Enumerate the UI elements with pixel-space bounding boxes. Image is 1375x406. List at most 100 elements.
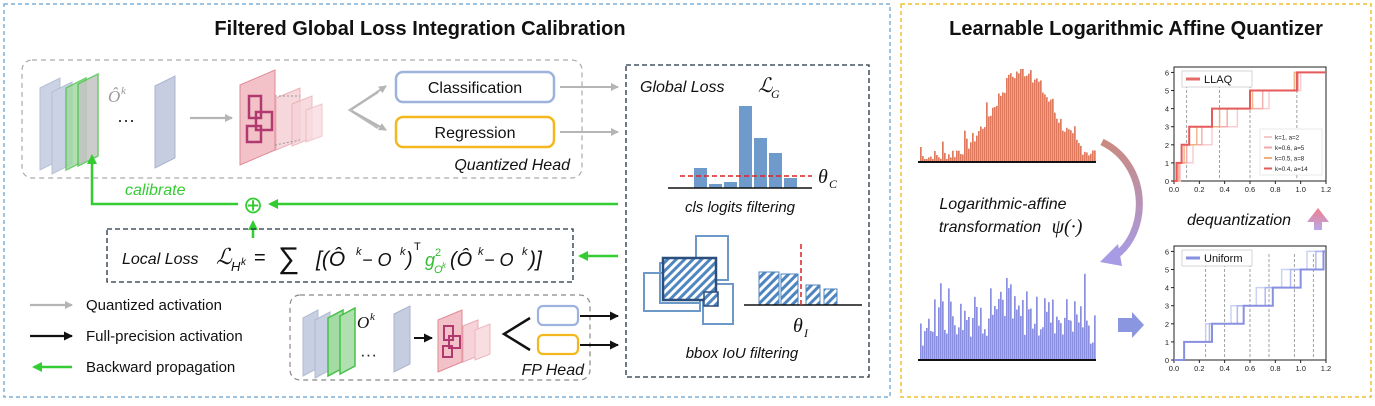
orange-histogram-bar	[934, 151, 936, 161]
purple-histogram-bar	[982, 333, 984, 359]
orange-histogram-bar	[1074, 126, 1076, 161]
x-tick-label: 0.0	[1169, 185, 1179, 194]
bbox-caption: bbox IoU filtering	[686, 345, 799, 362]
orange-histogram-bar	[980, 126, 982, 161]
orange-histogram-bar	[1068, 129, 1070, 161]
x-tick-label: 0.4	[1219, 364, 1229, 373]
purple-histogram-bar	[1094, 315, 1096, 359]
purple-histogram-bar	[990, 288, 992, 359]
branch-arrow-bottom	[351, 110, 387, 131]
orange-histogram-bar	[1002, 92, 1004, 161]
bbox-threshold: θ	[793, 315, 803, 337]
quantized-head-caption: Quantized Head	[454, 157, 571, 174]
orange-histogram-bar	[1044, 94, 1046, 161]
orange-histogram-bar	[1030, 70, 1032, 161]
orange-histogram-bar	[946, 159, 948, 161]
orange-histogram-bar	[948, 154, 950, 161]
purple-histogram-bar	[986, 335, 988, 359]
formula-g-subsup: k	[442, 261, 447, 270]
orange-histogram-bar	[928, 157, 930, 161]
global-loss-box	[625, 64, 870, 378]
purple-histogram-bar	[1046, 311, 1048, 359]
formula-g-sub: O	[434, 264, 443, 276]
orange-histogram-bar	[1070, 130, 1072, 161]
quantized-feature-stack	[39, 72, 99, 175]
orange-histogram-bar	[1076, 139, 1078, 161]
y-tick-label: 2	[1165, 141, 1169, 150]
purple-histogram-bar	[932, 331, 934, 359]
quantized-head-block	[239, 69, 323, 166]
cls-caption: cls logits filtering	[685, 199, 796, 216]
purple-histogram-bar	[922, 345, 924, 359]
formula-k4: k	[522, 246, 528, 258]
orange-histogram-bar	[990, 115, 992, 161]
purple-histogram	[920, 273, 1096, 359]
formula-k1: k	[356, 246, 362, 258]
orange-histogram-bar	[976, 135, 978, 161]
formula-open2: (Ô	[450, 248, 472, 271]
legend-box	[1181, 249, 1253, 267]
orange-histogram-bar	[930, 156, 932, 161]
purple-histogram-bar	[930, 330, 932, 359]
orange-histogram-bar	[1080, 145, 1082, 161]
purple-histogram-bar	[1042, 327, 1044, 359]
orange-histogram-bar	[1024, 76, 1026, 161]
cls-logits-chart	[668, 106, 812, 189]
y-tick-label: 6	[1165, 247, 1169, 256]
dequant-up-arrow	[1307, 208, 1329, 230]
orange-histogram-bar	[1000, 95, 1002, 161]
orange-histogram-bar	[956, 150, 958, 161]
cls-threshold-sub: C	[829, 177, 838, 191]
purple-histogram-bar	[1012, 318, 1014, 359]
purple-histogram-bar	[1082, 327, 1084, 359]
purple-histogram-bar	[1018, 305, 1020, 359]
purple-histogram-bar	[1030, 308, 1032, 359]
orange-histogram	[920, 69, 1096, 161]
purple-histogram-bar	[950, 301, 952, 359]
quantized-head-box	[21, 59, 583, 179]
dequant-label: dequantization	[1187, 212, 1291, 229]
orange-histogram-bar	[968, 148, 970, 161]
purple-histogram-bar	[924, 331, 926, 359]
orange-histogram-bar	[970, 142, 972, 161]
local-loss-label: Local Loss	[122, 251, 199, 268]
purple-histogram-bar	[976, 306, 978, 359]
purple-histogram-bar	[938, 307, 940, 359]
y-tick-label: 4	[1165, 105, 1169, 114]
purple-histogram-bar	[934, 299, 936, 359]
purple-histogram-bar	[972, 318, 974, 359]
to-uniform-arrow	[1118, 312, 1144, 338]
orange-histogram-bar	[940, 158, 942, 161]
orange-histogram-bar	[996, 105, 998, 161]
purple-histogram-bar	[1022, 299, 1024, 359]
bbox-iou-illustration	[643, 235, 734, 325]
purple-histogram-bar	[964, 310, 966, 359]
bbox-iou-chart	[744, 244, 862, 306]
orange-histogram-bar	[1064, 131, 1066, 161]
left-panel-title: Filtered Global Loss Integration Calibra…	[214, 18, 625, 40]
purple-histogram-bar	[926, 327, 928, 359]
x-tick-label: 1.0	[1295, 364, 1305, 373]
purple-histogram-bar	[1080, 306, 1082, 359]
orange-histogram-bar	[986, 102, 988, 161]
y-tick-label: 5	[1165, 87, 1169, 96]
formula-g: g	[425, 250, 435, 270]
purple-histogram-bar	[940, 283, 942, 359]
local-loss-formula: ℒ H k = ∑ [(Ô k − O k ) T g 2 O k (Ô k −…	[216, 241, 543, 276]
purple-histogram-bar	[1016, 309, 1018, 359]
formula-minus2: − O	[484, 250, 514, 270]
fp-feature-sup: k	[370, 311, 376, 323]
purple-histogram-bar	[1028, 309, 1030, 359]
purple-histogram-bar	[1044, 298, 1046, 359]
purple-histogram-bar	[952, 316, 954, 359]
purple-histogram-bar	[1020, 315, 1022, 359]
fp-head-caption: FP Head	[521, 362, 585, 379]
legend-box	[1181, 70, 1253, 88]
purple-histogram-bar	[954, 325, 956, 359]
purple-histogram-bar	[936, 335, 938, 359]
formula-sum: ∑	[278, 242, 299, 275]
formula-eq: =	[254, 247, 266, 269]
sub-legend-label: k=1, a=2	[1275, 135, 1300, 142]
fp-layer	[393, 305, 411, 373]
quantized-feature-sup: k	[121, 85, 127, 97]
